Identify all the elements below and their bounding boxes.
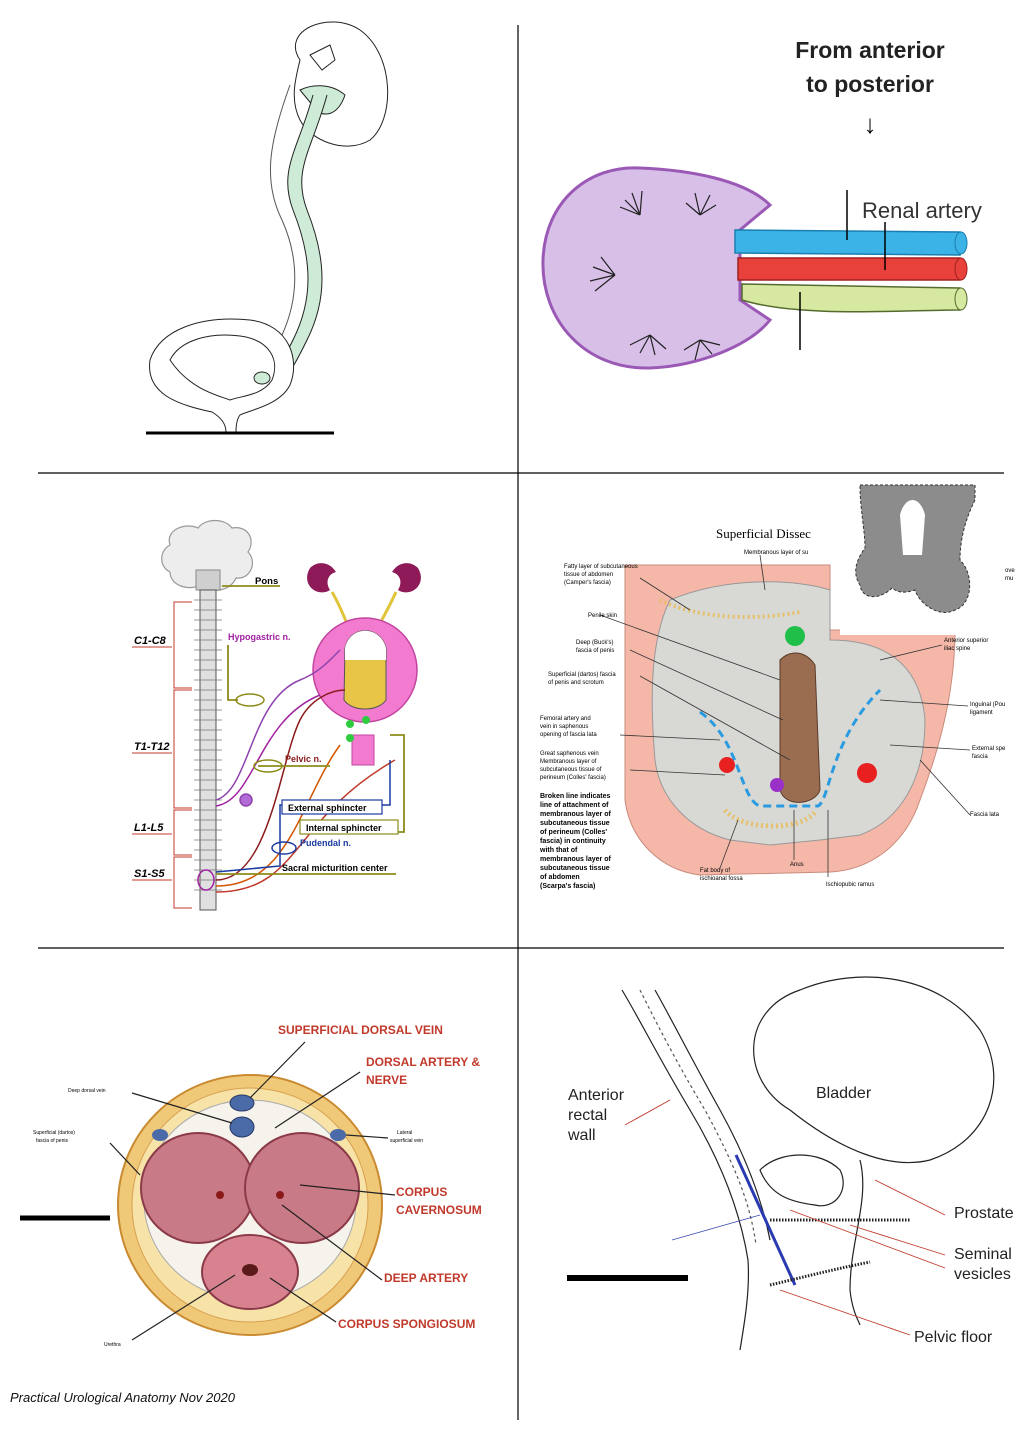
saphenous-label-1: Great saphenous vein [540,751,599,757]
dartos-fascia-label-1: Superficial (dartos) fascia [548,672,616,678]
perineum-title: Superficial Dissec [716,526,811,541]
dorsal-artery-label-1: DORSAL ARTERY & [366,1055,480,1069]
perineum-leaders [599,554,971,877]
dartos-fascia-label-2: of penis and scrotum [548,680,604,686]
anterior-rectal-label-3: wall [567,1127,596,1144]
cut-mu-label: mu [1005,576,1013,582]
lateral-vein-label-1: Lateral [397,1130,412,1136]
corpus-cavernosum-label-2: CAVERNOSUM [396,1203,482,1217]
broken-line-note-1: Broken line indicates [540,793,611,800]
grid-lines [38,25,1004,1420]
lateral-vein-label-2: superficial vein [390,1138,423,1144]
broken-line-note-10: of abdomen [540,874,580,881]
dartos-section-label-2: fascia of penis [36,1138,68,1144]
section-leaders [109,1041,396,1341]
bucks-fascia-label-1: Deep (Buck's) [576,640,614,646]
hypogastric-nerve-label: Hypogastric n. [228,632,291,642]
pelvic-nerve-label: Pelvic n. [285,754,322,764]
broken-line-note-7: with that of [539,847,578,854]
segment-l1l5-label: L1-L5 [134,822,164,834]
deep-artery-label: DEEP ARTERY [384,1271,468,1285]
external-sphincter-label: External sphincter [288,803,367,813]
corpus-cavernosum-label-1: CORPUS [396,1185,447,1199]
dartos-section-label-1: Superficial (dartos) [33,1130,75,1136]
inguinal-label-2: ligament [970,710,993,716]
ureter-diagram [146,21,389,435]
label-leaders [216,585,405,875]
seminal-vesicles-label-2: vesicles [954,1266,1011,1283]
broken-line-note-4: subcutaneous tissue [540,820,610,827]
segment-t1t12-label: T1-T12 [134,741,169,753]
sagittal-labels: Anterior rectal wall Bladder Prostate Se… [567,1085,1014,1346]
segment-c1c8-label: C1-C8 [134,635,167,647]
broken-line-note-11: (Scarpa's fascia) [540,883,595,890]
anterior-rectal-label-2: rectal [568,1107,607,1124]
segment-underlines [132,646,172,881]
dorsal-artery-label-2: NERVE [366,1073,407,1087]
bucks-fascia-label-2: fascia of penis [576,648,614,654]
broken-line-note-3: membranous layer of [540,811,611,818]
broken-line-note-9: subcutaneous tissue [540,865,610,872]
broken-line-note-8: membranous layer of [540,856,611,863]
inguinal-label-1: Inguinal (Pou [970,702,1005,708]
cut-ove-label: ove [1005,568,1015,574]
saphenous-label-3: subcutaneous tissue of [540,767,602,773]
fat-body-label-1: Fat body of [700,868,730,874]
renal-artery-label: Renal artery [862,198,982,223]
penis-cross-section-diagram: SUPERFICIAL DORSAL VEIN DORSAL ARTERY & … [20,1023,482,1348]
broken-line-note-2: line of attachment of [540,802,609,809]
kidney-vessels-diagram: From anterior to posterior ↓ Renal arter… [541,37,982,370]
femoral-label-1: Femoral artery and [540,716,591,722]
sacral-center-label: Sacral micturition center [282,863,388,873]
pudendal-nerve-label: Pudendal n. [300,838,351,848]
seminal-vesicles-label-1: Seminal [954,1246,1012,1263]
penile-skin-label: Penile skin [588,613,617,619]
fascia-lata-label: Fascia lata [970,812,1000,818]
femoral-label-2: vein in saphenous [540,724,588,730]
external-spermatic-label-1: External spe [972,746,1006,752]
micturition-pathway-diagram: C1-C8 T1-T12 L1-L5 S1-S5 [132,519,421,911]
ischiopubic-label: Ischiopubic ramus [826,882,874,888]
sagittal-leaders [624,1099,946,1336]
fatty-layer-label-1: Fatty layer of subcutaneous [564,564,638,570]
urethra-label: Urethra [104,1342,121,1348]
asis-label-2: iliac spine [944,646,971,652]
internal-sphincter-label: Internal sphincter [306,823,382,833]
segment-s1s5-label: S1-S5 [134,868,165,880]
asis-label-1: Anterior superior [944,638,988,644]
broken-line-note-6: fascia) in continuity [540,838,606,845]
fatty-layer-label-2: tissue of abdomen [564,572,613,578]
segment-brackets [173,601,192,909]
fat-body-label-2: ischioanal fossa [700,876,743,882]
pons-label: Pons [255,576,278,587]
anus-label: Anus [790,862,804,868]
kidney-heading-line1: From anterior [795,37,945,63]
bladder-label: Bladder [816,1085,872,1102]
broken-line-note-5: of perineum (Colles' [540,829,607,836]
kidney-heading-line2: to posterior [806,71,934,97]
superficial-dorsal-vein-label: SUPERFICIAL DORSAL VEIN [278,1023,443,1037]
anterior-rectal-label-1: Anterior [568,1087,625,1104]
prostate-label: Prostate [954,1205,1014,1222]
deep-dorsal-vein-label: Deep dorsal vein [68,1088,106,1094]
fatty-layer-label-3: (Camper's fascia) [564,580,611,586]
perineum-dissection-diagram: Superficial Dissec Membranous layer of s… [539,484,1015,890]
footer-caption: Practical Urological Anatomy Nov 2020 [10,1390,235,1405]
corpus-spongiosum-label: CORPUS SPONGIOSUM [338,1317,475,1331]
saphenous-label-4: perineum (Colles' fascia) [540,775,606,781]
renal-calyx-lines [589,190,721,361]
pelvic-floor-label: Pelvic floor [914,1329,993,1346]
external-spermatic-label-2: fascia [972,754,988,760]
saphenous-label-2: Membranous layer of [540,759,597,765]
down-arrow-icon: ↓ [864,109,877,139]
femoral-label-3: opening of fascia lata [540,732,597,738]
membranous-top-label: Membranous layer of su [744,550,808,556]
sagittal-pelvis-diagram [567,976,995,1351]
